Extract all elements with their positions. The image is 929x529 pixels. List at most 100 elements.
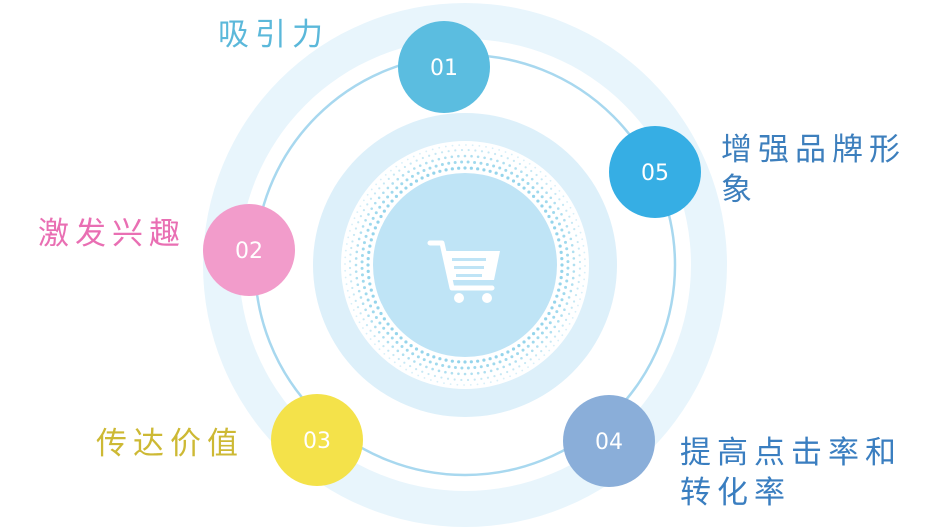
ring-dot: [530, 169, 533, 173]
ring-dot: [504, 151, 507, 153]
ring-dot: [457, 360, 461, 364]
ring-dot: [544, 317, 548, 321]
ring-dot: [549, 340, 552, 343]
ring-dot: [536, 190, 540, 194]
ring-dot: [422, 169, 426, 173]
ring-dot: [550, 306, 554, 310]
ring-dot: [565, 247, 569, 251]
ring-dot: [493, 152, 497, 156]
ring-dot: [520, 356, 523, 360]
ring-dot: [356, 306, 360, 309]
ring-dot: [583, 251, 586, 254]
ring-dot: [382, 344, 385, 348]
ring-dot: [540, 195, 544, 199]
ring-dot: [450, 359, 454, 363]
ring-dot: [382, 200, 386, 204]
ring-dot: [433, 374, 437, 378]
ring-dot: [548, 205, 552, 209]
ring-dot: [566, 273, 570, 277]
ring-dot: [547, 311, 551, 316]
ring-dot: [506, 176, 510, 180]
ring-dot: [577, 304, 579, 307]
ring-dot: [451, 144, 454, 147]
ring-dot: [482, 358, 486, 362]
ring-dot: [482, 168, 486, 172]
ring-dot: [397, 357, 400, 361]
ring-dot: [409, 344, 413, 348]
ring-dot: [515, 372, 518, 375]
ring-dot: [498, 360, 502, 364]
ring-dot: [526, 344, 530, 348]
ring-dot: [350, 246, 353, 250]
ring-dot: [548, 349, 551, 352]
ring-dot: [374, 316, 378, 320]
ring-dot: [557, 288, 561, 292]
ring-dot: [377, 330, 381, 334]
ring-dot: [544, 345, 548, 348]
ring-dot: [476, 383, 479, 386]
ring-dot: [450, 371, 454, 375]
ring-dot: [371, 232, 375, 236]
ring-dot: [492, 362, 496, 366]
ring-dot: [483, 370, 486, 374]
ring-dot: [428, 166, 432, 170]
ring-dot: [512, 368, 515, 371]
ring-dot: [416, 355, 420, 359]
ring-dot: [376, 306, 380, 310]
ring-dot: [369, 238, 373, 242]
ring-dot: [557, 222, 561, 226]
ring-dot: [369, 329, 372, 332]
ring-dot: [553, 226, 557, 230]
ring-dot: [437, 369, 441, 373]
ring-dot: [522, 159, 525, 162]
ring-dot: [579, 298, 581, 301]
node-02-number: 02: [235, 239, 263, 264]
ring-dot: [405, 368, 408, 371]
node-03-circle: [271, 394, 363, 486]
ring-dot: [538, 358, 540, 361]
ring-dot: [429, 379, 432, 381]
ring-dot: [359, 296, 363, 299]
ring-dot: [578, 267, 582, 270]
ring-dot: [456, 383, 459, 386]
ring-dot: [413, 167, 416, 170]
ring-dot: [479, 365, 483, 369]
ring-dot: [558, 244, 562, 248]
ring-dot: [384, 174, 387, 176]
ring-dot: [553, 325, 557, 329]
ring-dot: [386, 340, 390, 344]
ring-dot: [529, 358, 532, 361]
ring-dot: [373, 334, 376, 338]
ring-dot: [494, 171, 498, 175]
ring-dot: [450, 155, 454, 159]
ring-dot: [572, 257, 576, 260]
ring-dot: [508, 363, 512, 366]
ring-dot: [425, 365, 428, 369]
ring-dot: [437, 157, 441, 161]
ring-dot: [421, 156, 424, 160]
ring-dot: [476, 155, 480, 159]
ring-dot: [390, 169, 392, 172]
ring-dot: [422, 358, 426, 362]
ring-dot: [444, 358, 448, 362]
ring-dot: [373, 300, 377, 304]
ring-dot: [386, 322, 390, 326]
ring-dot: [530, 349, 534, 353]
ring-dot: [349, 273, 352, 276]
ring-dot: [515, 174, 519, 178]
ring-dot: [366, 269, 370, 273]
ring-dot: [463, 166, 467, 170]
ring-dot: [460, 148, 464, 152]
ring-dot: [562, 292, 566, 296]
ring-dot: [521, 178, 525, 182]
ring-dot: [348, 266, 352, 270]
ring-dot: [370, 320, 374, 323]
ring-dot: [415, 367, 418, 371]
ring-dot: [344, 249, 347, 252]
ring-dot: [425, 150, 428, 153]
ring-dot: [570, 306, 573, 309]
ring-dot: [554, 192, 557, 196]
ring-dot: [375, 183, 378, 186]
ring-dot: [558, 304, 562, 308]
ring-dot: [568, 215, 571, 218]
